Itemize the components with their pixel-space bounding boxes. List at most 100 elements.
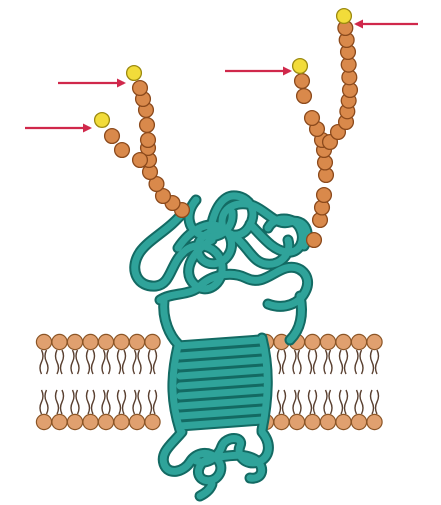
lipid-tail bbox=[71, 390, 74, 414]
lipid-bilayer-left bbox=[36, 334, 160, 429]
lipid-head bbox=[36, 414, 51, 429]
lipid-tail bbox=[371, 350, 374, 374]
lipid-tail bbox=[123, 390, 126, 414]
lipid-tail bbox=[107, 350, 110, 374]
lipid-tail bbox=[309, 350, 312, 374]
lipid-tail bbox=[329, 350, 332, 374]
lipid-tail bbox=[376, 390, 379, 414]
lipid-tail bbox=[360, 390, 363, 414]
sugar-bead bbox=[141, 133, 156, 148]
lipid-head bbox=[320, 334, 335, 349]
right-chain-branch-right bbox=[323, 9, 358, 150]
sugar-bead bbox=[115, 143, 130, 158]
lipid-tail bbox=[324, 390, 327, 414]
lipid-head bbox=[289, 414, 304, 429]
sugar-bead bbox=[133, 153, 148, 168]
lipid-tail bbox=[371, 390, 374, 414]
lipid-tail bbox=[283, 390, 286, 414]
terminal-sugar-bead bbox=[127, 66, 142, 81]
lipid-head bbox=[351, 414, 366, 429]
lipid-tail bbox=[324, 350, 327, 374]
sugar-bead bbox=[133, 81, 148, 96]
lipid-tail bbox=[149, 390, 152, 414]
lipid-tail bbox=[360, 350, 363, 374]
lipid-head bbox=[145, 334, 160, 349]
sugar-bead bbox=[105, 129, 120, 144]
lipid-head bbox=[367, 334, 382, 349]
lipid-tail bbox=[40, 350, 43, 374]
lipid-tail bbox=[45, 350, 48, 374]
sugar-bead bbox=[297, 89, 312, 104]
lipid-head bbox=[129, 334, 144, 349]
lipid-tail bbox=[345, 350, 348, 374]
sugar-bead bbox=[305, 111, 320, 126]
lipid-tail bbox=[45, 390, 48, 414]
lipid-head bbox=[83, 414, 98, 429]
lipid-tail bbox=[340, 390, 343, 414]
lipid-tail bbox=[298, 390, 301, 414]
lipid-tail bbox=[102, 350, 105, 374]
lipid-tail bbox=[56, 350, 59, 374]
lipid-tail bbox=[102, 390, 105, 414]
lipid-tail bbox=[154, 350, 157, 374]
lipid-tail bbox=[138, 350, 141, 374]
lipid-head bbox=[36, 334, 51, 349]
terminal-sugar-bead bbox=[293, 59, 308, 74]
lipid-tail bbox=[376, 350, 379, 374]
lipid-tail bbox=[355, 390, 358, 414]
lipid-head bbox=[274, 414, 289, 429]
lipid-head bbox=[114, 334, 129, 349]
lipid-tail bbox=[92, 350, 95, 374]
lipid-tail bbox=[76, 390, 79, 414]
lipid-tail bbox=[56, 390, 59, 414]
lipid-tail bbox=[154, 390, 157, 414]
lipid-tail bbox=[76, 350, 79, 374]
lipid-tail bbox=[118, 350, 121, 374]
lipid-head bbox=[83, 334, 98, 349]
lipid-head bbox=[52, 414, 67, 429]
lipid-tail bbox=[278, 390, 281, 414]
sugar-bead bbox=[317, 188, 332, 203]
left-chain-stem bbox=[141, 141, 190, 218]
lipid-tail bbox=[118, 390, 121, 414]
lipid-tail bbox=[40, 390, 43, 414]
lipid-head bbox=[305, 334, 320, 349]
terminal-sugar-bead bbox=[337, 9, 352, 24]
lipid-tail bbox=[133, 350, 136, 374]
lipid-tail bbox=[123, 350, 126, 374]
lipid-tail bbox=[61, 390, 64, 414]
lipid-head bbox=[305, 414, 320, 429]
lipid-tail bbox=[314, 390, 317, 414]
lipid-head bbox=[129, 414, 144, 429]
lipid-head bbox=[145, 414, 160, 429]
lipid-tail bbox=[329, 390, 332, 414]
lipid-head bbox=[98, 414, 113, 429]
lipid-head bbox=[336, 334, 351, 349]
lipid-head bbox=[98, 334, 113, 349]
right-chain-branch-left bbox=[293, 59, 330, 148]
lipid-head bbox=[52, 334, 67, 349]
lipid-head bbox=[367, 414, 382, 429]
lipid-tail bbox=[149, 350, 152, 374]
lipid-tail bbox=[71, 350, 74, 374]
lipid-head bbox=[67, 414, 82, 429]
lipid-tail bbox=[61, 350, 64, 374]
lipid-tail bbox=[138, 390, 141, 414]
lipid-tail bbox=[278, 350, 281, 374]
lipid-tail bbox=[87, 350, 90, 374]
lipid-tail bbox=[309, 390, 312, 414]
left-chain-branch-lower bbox=[95, 113, 148, 168]
lipid-head bbox=[336, 414, 351, 429]
lipid-tail bbox=[107, 390, 110, 414]
lipid-tail bbox=[345, 390, 348, 414]
lipid-tail bbox=[314, 350, 317, 374]
lipid-tail bbox=[293, 390, 296, 414]
lipid-tail bbox=[355, 350, 358, 374]
lipid-tail bbox=[340, 350, 343, 374]
lipid-head bbox=[351, 334, 366, 349]
sugar-bead bbox=[295, 74, 310, 89]
terminal-residue-arrows bbox=[25, 24, 418, 128]
lipid-tail bbox=[283, 350, 286, 374]
